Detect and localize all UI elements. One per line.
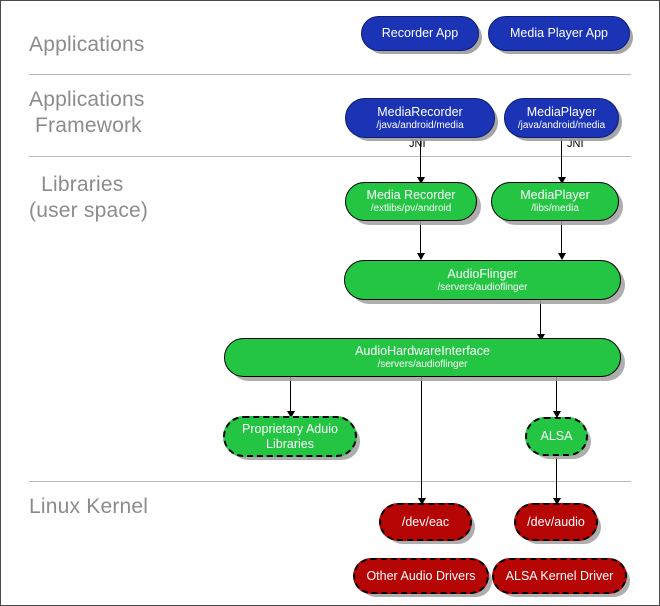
node-mediarecorder-framework[interactable]: MediaRecorder /java/android/media bbox=[345, 98, 495, 138]
node-audioflinger[interactable]: AudioFlinger /servers/audioflinger bbox=[344, 260, 621, 300]
edge-label-jni-left: JNI bbox=[409, 138, 426, 150]
node-audioflinger-subtitle: /servers/audioflinger bbox=[437, 281, 528, 293]
node-recorder-app[interactable]: Recorder App bbox=[361, 16, 479, 51]
layer-label-applications: Applications bbox=[29, 33, 145, 56]
node-mediaplayer-framework-subtitle: /java/android/media bbox=[517, 119, 606, 131]
arrowhead-alsa bbox=[553, 411, 561, 418]
arrowhead-dev-eac bbox=[418, 498, 426, 505]
node-alsa-kernel-driver[interactable]: ALSA Kernel Driver bbox=[492, 558, 627, 594]
arrowhead-proprietary-libraries bbox=[287, 411, 295, 418]
layer-label-applications-framework: Applications Framework bbox=[29, 88, 145, 137]
connector-mediaplayer-lib-to-audioflinger bbox=[561, 221, 562, 259]
node-proprietary-audio-libraries[interactable]: Proprietary Aduio Libraries bbox=[223, 416, 357, 457]
node-mediaplayer-framework[interactable]: MediaPlayer /java/android/media bbox=[504, 98, 619, 138]
node-media-player-app[interactable]: Media Player App bbox=[488, 16, 630, 51]
node-proprietary-audio-libraries-title: Proprietary Aduio Libraries bbox=[242, 421, 338, 451]
connector-media-recorder-lib-to-audioflinger bbox=[420, 221, 421, 259]
node-mediaplayer-framework-title: MediaPlayer bbox=[526, 104, 597, 119]
node-dev-audio[interactable]: /dev/audio bbox=[514, 503, 598, 541]
connector-mediarecorder-to-media-recorder-lib bbox=[420, 137, 421, 183]
node-audioflinger-title: AudioFlinger bbox=[447, 266, 518, 281]
arrowhead-mediaplayer-lib bbox=[558, 177, 566, 184]
layer-label-linux-kernel: Linux Kernel bbox=[29, 495, 149, 518]
node-dev-eac-title: /dev/eac bbox=[401, 514, 450, 529]
node-other-audio-drivers-title: Other Audio Drivers bbox=[366, 568, 476, 583]
node-audiohardwareinterface[interactable]: AudioHardwareInterface /servers/audiofli… bbox=[224, 338, 621, 377]
node-audiohardwareinterface-subtitle: /servers/audioflinger bbox=[377, 359, 468, 370]
connector-alsa-to-dev-audio bbox=[556, 457, 557, 504]
node-media-recorder-lib[interactable]: Media Recorder /extlibs/pv/android bbox=[345, 182, 477, 221]
connector-mediaplayer-to-mediaplayer-lib bbox=[561, 137, 562, 183]
arrowhead-dev-audio bbox=[553, 498, 561, 505]
connector-audiohardwareinterface-to-alsa bbox=[556, 377, 557, 417]
arrowhead-audioflinger-right bbox=[558, 253, 566, 260]
node-alsa-kernel-driver-title: ALSA Kernel Driver bbox=[505, 568, 614, 583]
node-media-player-app-title: Media Player App bbox=[510, 26, 608, 40]
edge-label-jni-right: JNI bbox=[567, 138, 584, 150]
connector-audiohardwareinterface-to-proprietary-libraries bbox=[290, 377, 291, 417]
node-mediaplayer-lib[interactable]: MediaPlayer /libs/media bbox=[491, 182, 619, 221]
node-mediarecorder-framework-subtitle: /java/android/media bbox=[376, 119, 464, 131]
node-alsa[interactable]: ALSA bbox=[525, 417, 588, 456]
node-media-recorder-lib-subtitle: /extlibs/pv/android bbox=[370, 203, 452, 214]
node-recorder-app-title: Recorder App bbox=[381, 26, 459, 40]
arrowhead-audioflinger-left bbox=[417, 253, 425, 260]
node-alsa-title: ALSA bbox=[540, 429, 573, 443]
separator-kernel bbox=[29, 481, 631, 482]
layer-label-libraries: Libraries (user space) bbox=[29, 173, 149, 222]
node-dev-audio-title: /dev/audio bbox=[527, 514, 585, 529]
node-other-audio-drivers[interactable]: Other Audio Drivers bbox=[353, 558, 489, 594]
node-audiohardwareinterface-title: AudioHardwareInterface bbox=[355, 344, 490, 358]
node-mediaplayer-lib-subtitle: /libs/media bbox=[531, 203, 579, 214]
separator-applications bbox=[29, 74, 631, 75]
node-dev-eac[interactable]: /dev/eac bbox=[379, 503, 472, 541]
arrowhead-media-recorder-lib bbox=[417, 177, 425, 184]
node-mediaplayer-lib-title: MediaPlayer bbox=[520, 188, 590, 202]
connector-audioflinger-to-audiohardwareinterface bbox=[540, 300, 541, 340]
connector-audiohardwareinterface-to-dev-eac bbox=[421, 377, 422, 504]
node-media-recorder-lib-title: Media Recorder bbox=[366, 188, 456, 202]
separator-framework bbox=[29, 156, 631, 157]
node-mediarecorder-framework-title: MediaRecorder bbox=[377, 104, 463, 119]
